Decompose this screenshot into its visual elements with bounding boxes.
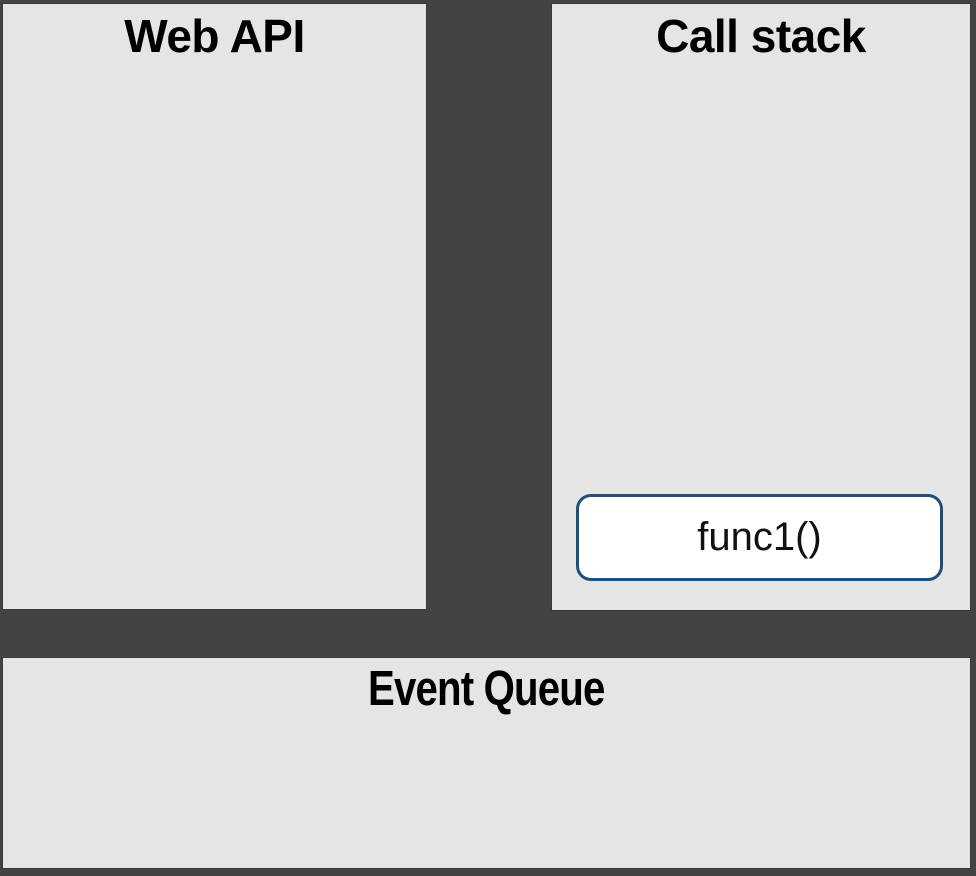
web-api-title: Web API: [2, 3, 427, 62]
web-api-title-text: Web API: [124, 10, 305, 62]
stack-frame-func1-label: func1(): [697, 515, 822, 559]
event-queue-title: Event Queue: [2, 657, 971, 717]
stack-frame-func1: func1(): [576, 494, 943, 581]
call-stack-panel: Call stack func1(): [551, 3, 971, 611]
call-stack-title: Call stack: [551, 3, 971, 62]
event-queue-title-text: Event Queue: [368, 662, 605, 716]
event-queue-panel: Event Queue: [2, 657, 971, 869]
call-stack-title-text: Call stack: [656, 10, 866, 62]
web-api-panel: Web API: [2, 3, 427, 610]
